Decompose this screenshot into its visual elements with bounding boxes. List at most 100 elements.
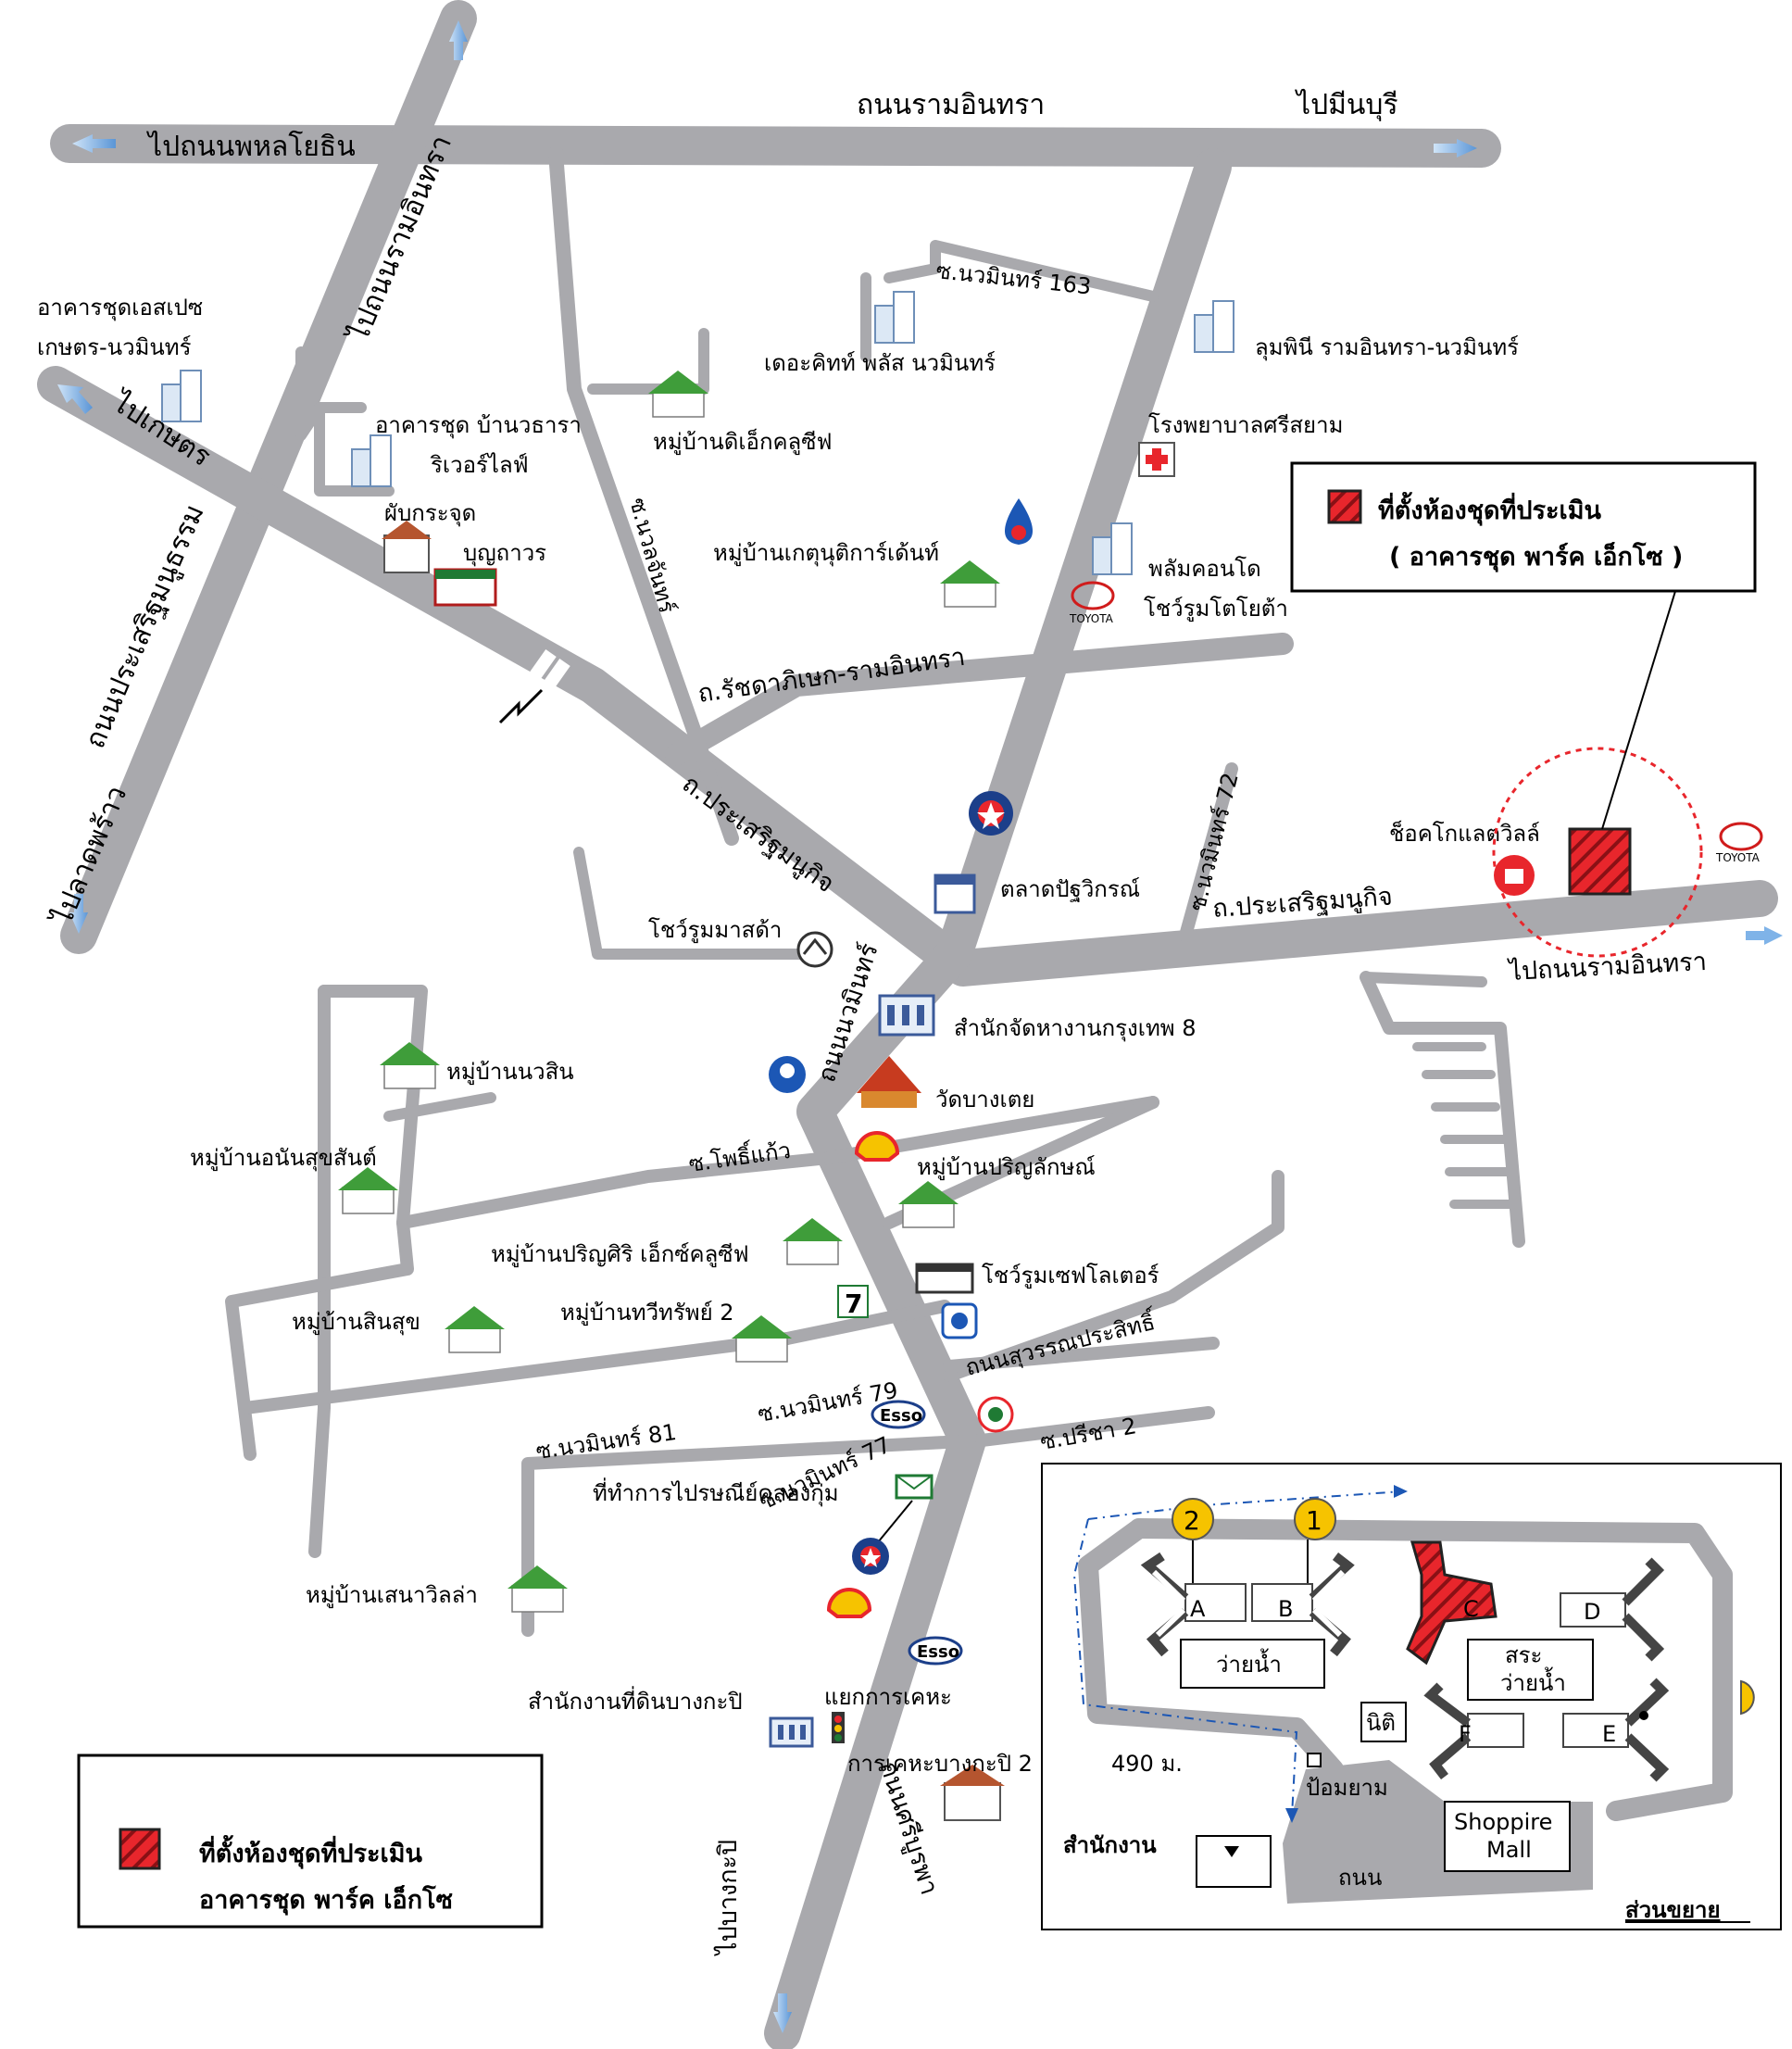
building-c bbox=[1406, 1540, 1498, 1666]
bldg-e-label: E bbox=[1602, 1721, 1616, 1747]
label-to-bang-kapi: ไปบางกะปิ bbox=[714, 1840, 743, 1956]
label-village-sena: หมู่บ้านเสนาวิลล่า bbox=[306, 1582, 478, 1609]
office-building-icon bbox=[878, 994, 935, 1037]
callout-box: ที่ตั้งห้องชุดที่ประเมิน ( อาคารชุด พาร์… bbox=[1290, 461, 1757, 593]
label-espace-1: อาคารชุดเอสเปซ bbox=[37, 295, 203, 321]
seven-eleven-text: 7 bbox=[845, 1288, 862, 1319]
label-lumpini: ลุมพินี รามอินทรา-นวมินทร์ bbox=[1255, 334, 1519, 361]
bldg-d-label: D bbox=[1584, 1599, 1600, 1625]
esso-text: Esso bbox=[917, 1642, 959, 1662]
village-icon bbox=[783, 1218, 843, 1265]
label-suwan-prasit: ถนนสุวรรณประสิทธิ์ bbox=[962, 1304, 1160, 1381]
legend-line-1: ที่ตั้งห้องชุดที่ประเมิน bbox=[199, 1834, 423, 1869]
land-office-icon bbox=[769, 1716, 814, 1748]
direction-arrows bbox=[57, 20, 1783, 2033]
label-toyota-showroom: โชว์รูมโตโยต้า bbox=[1144, 596, 1288, 622]
bldg-b-label: B bbox=[1278, 1596, 1293, 1622]
gate-2-label: 2 bbox=[1184, 1505, 1200, 1536]
chocolate-ville-icon bbox=[1494, 855, 1535, 896]
bldg-f-label: F bbox=[1459, 1721, 1472, 1747]
guard-label: ป้อมยาม bbox=[1306, 1775, 1388, 1801]
village-icon bbox=[338, 1167, 398, 1214]
village-icon bbox=[940, 560, 1000, 608]
label-wat-bang-toei: วัดบางเตย bbox=[935, 1087, 1034, 1112]
housing-icon bbox=[940, 1765, 1005, 1821]
caltex-icon bbox=[852, 1538, 889, 1575]
bldg-c-label: C bbox=[1463, 1596, 1479, 1622]
label-chocolate-ville: ช็อคโกแลตวิลล์ bbox=[1389, 820, 1540, 847]
label-baan-wathara-1: อาคารชุด บ้านวธารา bbox=[375, 412, 582, 439]
bank-icon bbox=[769, 1056, 806, 1093]
inset-title: ส่วนขยาย bbox=[1625, 1897, 1721, 1923]
toyota-logo-icon: TOYOTA bbox=[1069, 581, 1115, 625]
road-diag-upper-left bbox=[60, 0, 477, 954]
arrow-up-icon bbox=[449, 20, 468, 60]
road-ramintra-top bbox=[50, 124, 1501, 168]
building-a bbox=[1140, 1552, 1247, 1657]
building-e bbox=[1562, 1678, 1670, 1782]
showroom-icon bbox=[915, 1263, 974, 1294]
label-bunthawon: บุญถาวร bbox=[463, 540, 546, 567]
label-village-prin-lux: หมู่บ้านปริญลักษณ์ bbox=[917, 1154, 1096, 1181]
label-village-sinsuk: หมู่บ้านสินสุข bbox=[292, 1309, 420, 1336]
toyota-text: TOYOTA bbox=[1069, 612, 1114, 625]
label-to-phahonyothin: ไปถนนพหลโยธิน bbox=[146, 130, 356, 163]
label-soi-72: ซ.นวมินทร์ 72 bbox=[1184, 770, 1244, 913]
condo-icon bbox=[351, 434, 392, 487]
condo-icon bbox=[161, 370, 202, 422]
mall-label-2: Mall bbox=[1486, 1837, 1532, 1863]
label-the-kith: เดอะคิทท์ พลัส นวมินทร์ bbox=[764, 350, 996, 376]
label-si-burapha: ถนนศรีบูรพา bbox=[873, 1758, 944, 1899]
toyota-logo-icon: TOYOTA bbox=[1715, 822, 1763, 864]
label-housing-bangkapi: การเคหะบางกะปิ 2 bbox=[847, 1751, 1033, 1777]
pool-2-label-2: ว่ายน้ำ bbox=[1500, 1666, 1566, 1696]
hospital-icon bbox=[1138, 442, 1175, 477]
temple-icon bbox=[857, 1056, 921, 1108]
label-post-office: ที่ทำการไปรษณีย์คลองกุ่ม bbox=[593, 1477, 839, 1507]
label-to-minburi: ไปมีนบุรี bbox=[1295, 88, 1398, 122]
road-break-mark bbox=[490, 648, 570, 746]
legend-box: ที่ตั้งห้องชุดที่ประเมิน อาคารชุด พาร์ค … bbox=[77, 1754, 544, 1929]
callout-line-1: ที่ตั้งห้องชุดที่ประเมิน bbox=[1378, 491, 1602, 526]
legend-line-2: อาคารชุด พาร์ค เอ็กโซ bbox=[199, 1883, 453, 1916]
callout-line-2: ( อาคารชุด พาร์ค เอ็กโซ ) bbox=[1389, 540, 1683, 572]
gate-1-label: 1 bbox=[1306, 1505, 1322, 1536]
label-land-office: สำนักงานที่ดินบางกะปิ bbox=[528, 1686, 743, 1715]
building-f bbox=[1423, 1682, 1524, 1780]
label-espace-2: เกษตร-นวมินทร์ bbox=[37, 334, 192, 360]
mazda-logo-icon bbox=[796, 931, 833, 968]
arrow-left-icon bbox=[72, 134, 116, 153]
bank-kasikorn-icon bbox=[941, 1302, 978, 1339]
arrow-down-icon bbox=[773, 1993, 792, 2033]
label-mazda-showroom: โชว์รูมมาสด้า bbox=[648, 917, 782, 944]
label-ketnutti-garden: หมู่บ้านเกตุนุติการ์เด้นท์ bbox=[713, 540, 939, 567]
road-nawamin bbox=[764, 148, 1232, 2049]
village-icon bbox=[508, 1565, 568, 1613]
label-baan-wathara-2: ริเวอร์ไลฟ์ bbox=[430, 452, 529, 478]
label-plum-condo: พลัมคอนโด bbox=[1148, 556, 1261, 582]
arrow-down-icon bbox=[69, 894, 88, 934]
label-village-dek-club: หมู่บ้านดิเอ็กคลูซีฟ bbox=[653, 428, 833, 456]
shell-station-icon bbox=[854, 1131, 900, 1162]
road-network bbox=[37, 0, 1778, 2049]
road-prasert-manukij bbox=[37, 366, 1778, 987]
shell-station-icon bbox=[826, 1588, 872, 1618]
distance-label: 490 ม. bbox=[1111, 1751, 1183, 1777]
label-ramintra-top: ถนนรามอินทรา bbox=[857, 89, 1045, 121]
condo-icon bbox=[1194, 300, 1234, 353]
arrow-right-icon bbox=[1746, 926, 1783, 945]
label-sriyam-hospital: โรงพยาบาลศรีสยาม bbox=[1148, 412, 1343, 438]
label-village-nawasin: หมู่บ้านนวสิน bbox=[446, 1059, 574, 1086]
label-housing-junction: แยกการเคหะ bbox=[824, 1684, 952, 1710]
inset-panel: 2 1 A B C D ว bbox=[1041, 1463, 1782, 1930]
label-village-tawee: หมู่บ้านทวีทรัพย์ 2 bbox=[560, 1300, 734, 1326]
label-soi-preecha-2: ซ.ปรีชา 2 bbox=[1038, 1413, 1138, 1455]
market-icon bbox=[934, 874, 976, 914]
bldg-a-label: A bbox=[1190, 1596, 1206, 1622]
soi-network bbox=[225, 145, 1525, 1637]
building-d bbox=[1560, 1557, 1665, 1662]
condo-icon bbox=[1092, 522, 1133, 575]
toyota-text: TOYOTA bbox=[1715, 851, 1761, 864]
village-icon bbox=[898, 1181, 959, 1228]
